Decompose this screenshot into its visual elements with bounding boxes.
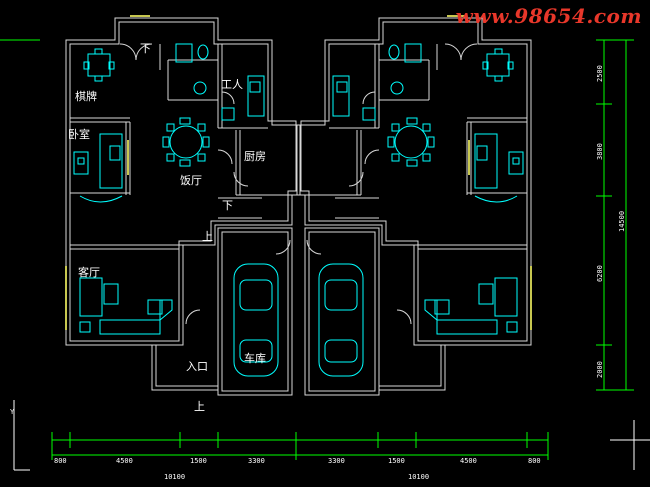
dim-right-total: 14500	[618, 211, 626, 232]
dim-bottom-1: 800	[54, 457, 67, 465]
axis-y-label: Y	[10, 408, 15, 416]
label-up-bottom: 上	[194, 400, 205, 413]
dim-right-4: 2000	[596, 361, 604, 378]
mahjong-table-icon	[83, 48, 115, 82]
dim-right-2: 3800	[596, 143, 604, 160]
label-dining: 饭厅	[180, 174, 202, 187]
dim-total-left: 10100	[164, 473, 185, 481]
sofa-icon	[79, 277, 173, 335]
label-bedroom: 卧室	[68, 127, 90, 141]
label-down-mid: 下	[222, 199, 233, 212]
dim-bottom-8: 800	[528, 457, 541, 465]
bay-window-arc	[79, 195, 123, 203]
desk-icon	[73, 151, 89, 175]
left-furniture	[73, 43, 279, 377]
site-watermark: www.98654.com	[455, 4, 642, 28]
label-chess-room: 棋牌	[75, 89, 97, 103]
label-kitchen: 厨房	[244, 150, 266, 163]
dim-right-3: 6200	[596, 265, 604, 282]
label-entrance: 入口	[186, 360, 208, 373]
dim-right-1: 2500	[596, 65, 604, 82]
dim-bottom-2: 4500	[116, 457, 133, 465]
label-garage: 车库	[244, 351, 266, 365]
bottom-dimension-lines	[51, 432, 549, 460]
left-unit-walls	[65, 15, 301, 396]
label-down-top: 下	[140, 42, 151, 55]
dim-total-right: 10100	[408, 473, 429, 481]
label-living: 客厅	[78, 265, 100, 279]
right-unit-walls	[296, 15, 532, 396]
toilet-icon	[175, 43, 209, 95]
dim-bottom-5: 3300	[328, 457, 345, 465]
worker-room-bed-icon	[221, 75, 265, 121]
right-furniture	[318, 43, 524, 377]
dim-bottom-6: 1500	[388, 457, 405, 465]
dim-bottom-3: 1500	[190, 457, 207, 465]
dim-bottom-4: 3300	[248, 457, 265, 465]
right-dimension-lines	[596, 39, 634, 391]
dim-bottom-7: 4500	[460, 457, 477, 465]
dining-table-icon	[162, 117, 210, 167]
label-worker-room: 工人	[221, 78, 243, 91]
label-up-mid: 上	[202, 230, 213, 243]
car-icon	[233, 263, 279, 377]
corner-axis-markers	[0, 39, 650, 471]
bed-icon	[99, 133, 123, 189]
